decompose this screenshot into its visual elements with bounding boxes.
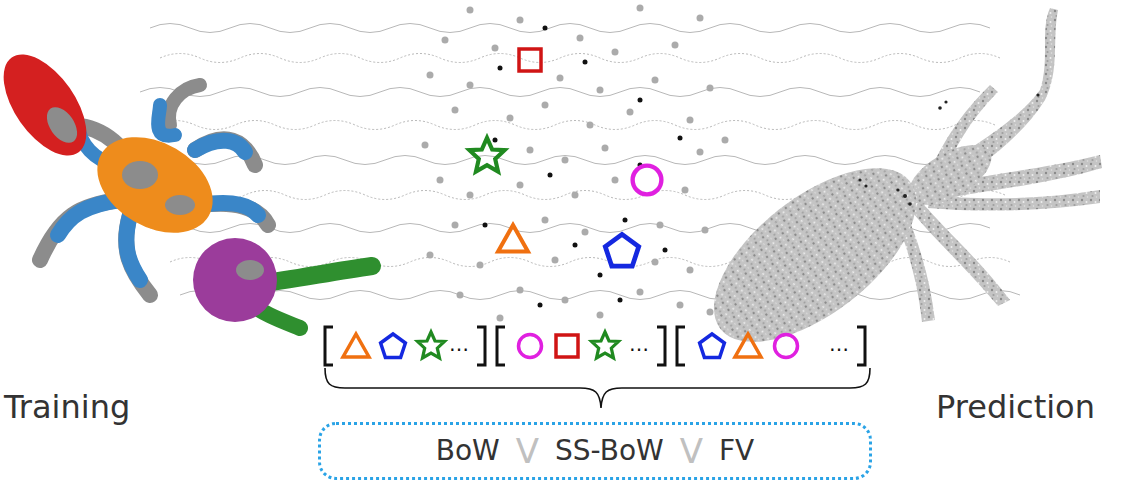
ellipsis: … [629,332,649,356]
ellipsis: … [449,332,469,356]
method-name: FV [719,437,754,465]
method-name: BoW [436,437,500,465]
panel-label: Prediction [936,388,1095,426]
method-name: SS-BoW [555,437,664,465]
ellipsis: … [829,332,849,356]
method-box: BoW V SS-BoW V FV [318,422,872,480]
panel-label: Training [4,388,130,426]
or-symbol: V [516,434,539,468]
or-symbol: V [680,434,703,468]
